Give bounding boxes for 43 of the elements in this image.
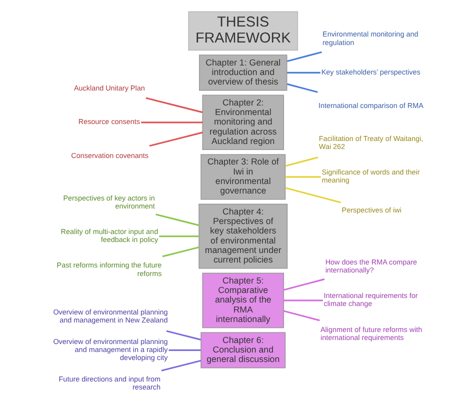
connector (148, 132, 202, 147)
node-text: Significance of words and their meaning (321, 168, 420, 185)
node-box: Chapter 3: Role of Iwi in environmental governance (200, 154, 286, 200)
node-text: How does the RMA compare internationally? (324, 258, 417, 275)
node-box: Chapter 5: Comparative analysis of the RMA internationally (202, 272, 284, 328)
node-text: Resource consents (78, 117, 140, 126)
connector (155, 214, 199, 226)
node-text: Overview of environmental planning and management in a rapidly developing city (52, 336, 168, 362)
connector (158, 235, 198, 238)
node-text: International comparison of RMA (318, 101, 423, 110)
connector (286, 72, 320, 74)
node-text: Perspectives of key actors in environment (62, 193, 154, 210)
connector (286, 51, 322, 62)
connector (286, 83, 318, 93)
connector (284, 176, 320, 178)
connector (162, 246, 199, 258)
connector (166, 330, 200, 340)
node-box: Chapter 1: General introduction and overview of thesis (198, 54, 287, 91)
node-text: Facilitation of Treaty of Waitangi, Wai 262 (318, 134, 423, 152)
node-box: Chapter 4: Perspectives of key stakeholders of environmental management under current policies (198, 204, 288, 269)
node-text: Past reforms informing the future reforms (56, 260, 162, 278)
connector (145, 97, 202, 114)
node-text: Auckland Unitary Plan (73, 83, 144, 92)
node-text: Perspectives of iwi (341, 205, 401, 214)
node-box: Chapter 6: Conclusion and general discussion (200, 332, 286, 368)
connector (283, 310, 320, 322)
node-box: Chapter 2: Environmental monitoring and regulation across Auckland region (202, 94, 284, 150)
connector (160, 360, 201, 372)
node-text: Overview of environmental planning and management in New Zealand (52, 307, 168, 324)
node-text: International requirements for climate change (323, 291, 418, 308)
connector (168, 349, 200, 351)
connector (284, 156, 318, 167)
node-text: Future directions and input from research (58, 374, 160, 392)
node-text: Key stakeholders’ perspectives (320, 67, 420, 76)
node-text: Reality of multi-actor input and feedback in policy (60, 227, 158, 244)
connector (283, 300, 322, 302)
connector (284, 187, 340, 204)
node-text: Alignment of future reforms with international requirements (320, 324, 422, 342)
connector (140, 122, 202, 124)
node-text: Environmental monitoring and regulation (322, 30, 418, 47)
node-text: Conservation covenants (70, 150, 148, 160)
node-box: THESIS FRAMEWORK (188, 11, 298, 51)
connector (283, 278, 324, 291)
